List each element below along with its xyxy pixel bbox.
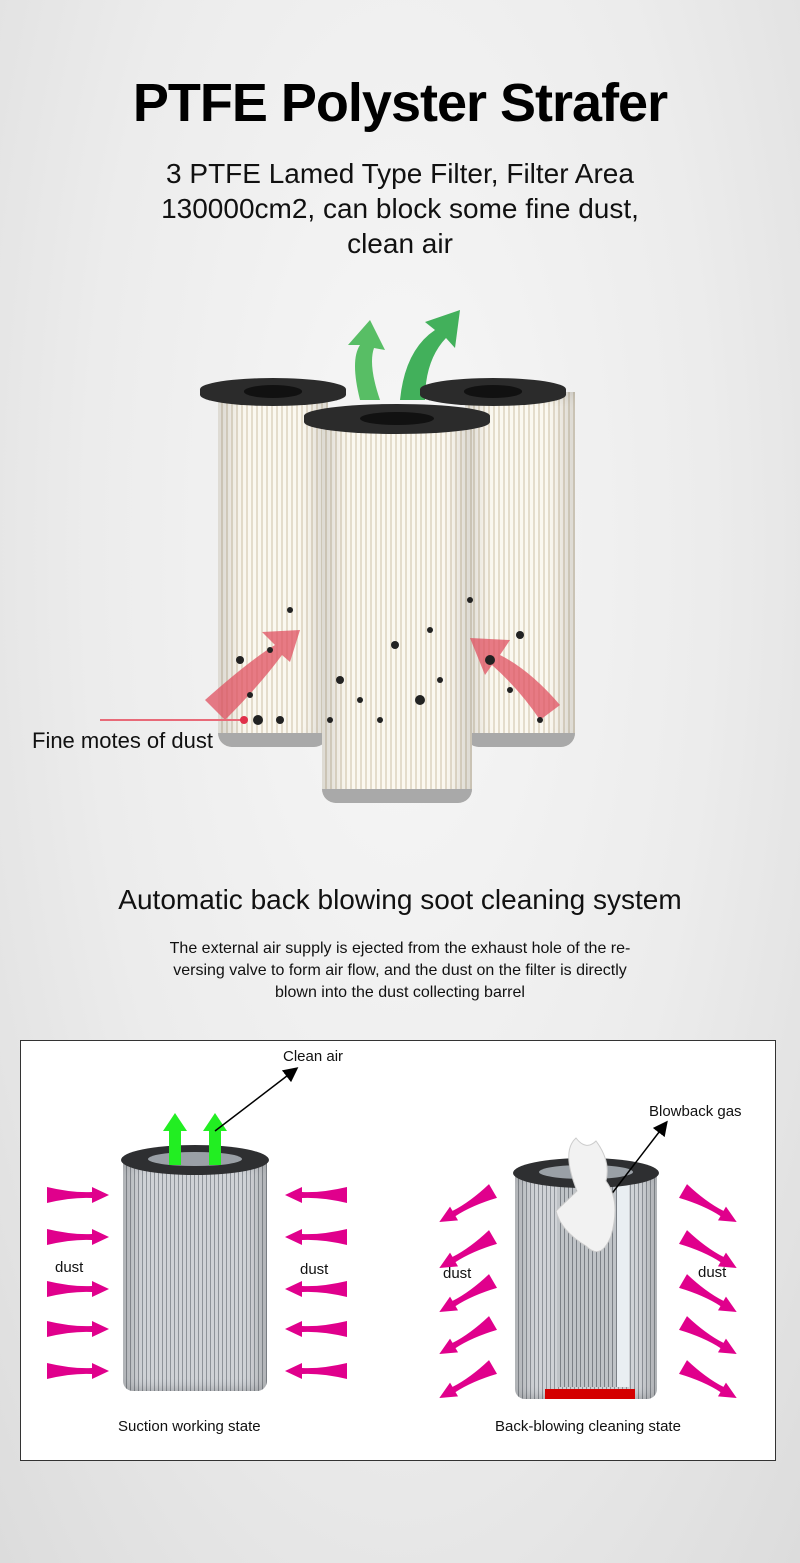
callout-dot — [240, 716, 248, 724]
description-line: blown into the dust collecting barrel — [275, 984, 525, 1001]
description-line: The external air supply is ejected from … — [169, 940, 631, 957]
filter-cylinder-suction — [123, 1163, 267, 1391]
dust-arrows-right-outward-icon — [679, 1184, 741, 1405]
filter-product-image — [0, 300, 800, 820]
dust-label: dust — [443, 1265, 472, 1282]
dust-label: dust — [698, 1264, 727, 1281]
dust-label: dust — [300, 1261, 329, 1278]
dust-label: dust — [55, 1259, 84, 1276]
dust-arrows-left-outward-icon — [435, 1184, 497, 1405]
dust-inflow-arrows-icon — [205, 597, 560, 725]
clean-air-arrows-icon — [348, 310, 460, 400]
section-description: The external air supply is ejected from … — [130, 938, 670, 1004]
page-title: PTFE Polyster Strafer — [132, 73, 668, 133]
filter-cap — [200, 378, 346, 406]
callout-line — [100, 719, 245, 721]
description-line: versing valve to form air flow, and the … — [173, 962, 627, 979]
filter-cap — [420, 378, 566, 406]
subtitle-line: 3 PTFE Lamed Type Filter, Filter Area — [166, 158, 634, 189]
blowback-gas-cloud-icon — [555, 1137, 616, 1253]
section-heading: Automatic back blowing soot cleaning sys… — [118, 884, 682, 915]
clean-air-label: Clean air — [283, 1048, 344, 1065]
blowback-gas-label: Blowback gas — [649, 1103, 742, 1120]
subtitle-line: clean air — [347, 228, 453, 259]
clean-air-up-arrows-icon — [163, 1113, 227, 1165]
diagram-panel: Clean air Blowback gas dust dust dust du… — [20, 1040, 776, 1461]
back-blowing-state-caption: Back-blowing cleaning state — [495, 1418, 681, 1435]
diagram-arrows — [47, 1067, 741, 1405]
subtitle-line: 130000cm2, can block some fine dust, — [161, 193, 639, 224]
subtitle: 3 PTFE Lamed Type Filter, Filter Area 13… — [100, 156, 700, 261]
dust-arrows-right-inward-icon — [285, 1187, 347, 1379]
dust-arrows-left-inward-icon — [47, 1187, 109, 1379]
dust-callout-label: Fine motes of dust — [32, 728, 213, 753]
filter-cap — [304, 404, 490, 434]
suction-state-caption: Suction working state — [118, 1418, 261, 1435]
